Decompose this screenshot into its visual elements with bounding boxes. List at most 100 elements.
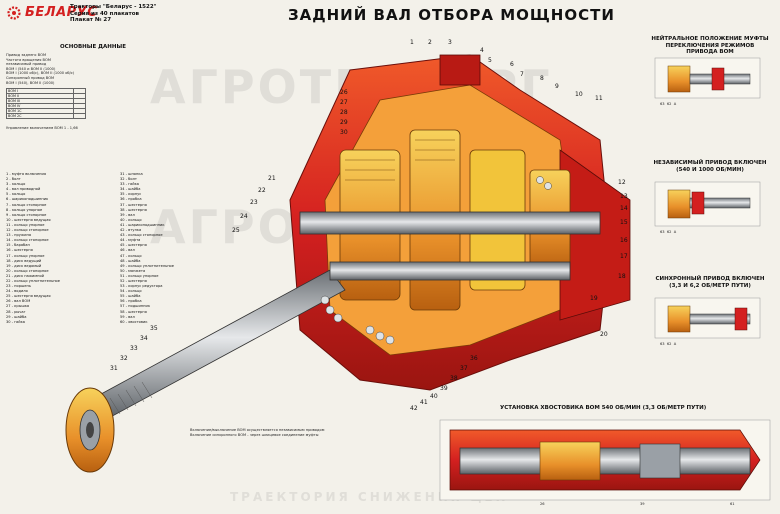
- callout-number: 18: [618, 273, 626, 280]
- legend-item: 33 - гайка: [120, 182, 139, 187]
- legend-item: 55 - шайба: [120, 294, 141, 299]
- legend-item: 7 - кольцо стопорное: [6, 202, 47, 207]
- legend-item: 57 - подшипник: [120, 304, 151, 309]
- bearings: [320, 176, 552, 345]
- legend-item: 39 - вал: [120, 212, 135, 217]
- poster-meta: Тракторы "Беларус - 1522" Серия из 40 пл…: [70, 4, 157, 24]
- brand-logo: БЕЛАРУС: [6, 5, 97, 20]
- note-line: Включение синхронного ВОМ - через шлицев…: [190, 432, 319, 437]
- independent-labels: 63 62 A: [660, 230, 676, 235]
- callout-number: 27: [340, 99, 348, 106]
- basic-line: Синхронный привод ВОМ: [6, 75, 55, 80]
- callout-number: 15: [620, 219, 628, 226]
- callout-number: 38: [450, 375, 458, 382]
- callout-number: 21: [268, 175, 276, 182]
- basic-line: Частота вращения ВОМ: [6, 57, 51, 62]
- legend-item: 42 - втулка: [120, 228, 142, 233]
- legend-item: 40 - кольцо: [120, 217, 142, 222]
- label: 61: [730, 502, 735, 506]
- callout-number: 39: [440, 385, 448, 392]
- callout-number: 33: [130, 345, 138, 352]
- neutral-labels: 63 62 A: [660, 102, 676, 107]
- legend-item: 37 - шестерня: [120, 202, 147, 207]
- legend-item: 34 - шайба: [120, 187, 141, 192]
- label: 62: [666, 102, 672, 106]
- page-title: ЗАДНИЙ ВАЛ ОТБОРА МОЩНОСТИ: [288, 6, 615, 24]
- legend-item: 11 - кольцо упорное: [6, 222, 45, 227]
- basic-data-title: ОСНОВНЫЕ ДАННЫЕ: [60, 44, 126, 50]
- legend-item: 54 - кольцо: [120, 289, 142, 294]
- basic-line: ВОМ I (1000 об/с), ВОМ II (1000 об/с): [6, 71, 75, 76]
- legend-item: 46 - вал: [120, 248, 135, 253]
- label: A: [673, 230, 677, 234]
- legend-item: 60 - хвостовик: [120, 319, 148, 324]
- clutch-line: Управление включением ВОМ 1 - 1,66: [6, 126, 78, 130]
- callout-number: 10: [575, 91, 583, 98]
- callout-number: 29: [340, 119, 348, 126]
- callout-number: 5: [488, 57, 492, 64]
- callout-number: 37: [460, 365, 468, 372]
- callout-number: 6: [510, 61, 514, 68]
- legend-item: 44 - муфта: [120, 238, 141, 243]
- legend-item: 22 - кольцо уплотнительное: [6, 278, 60, 283]
- callout-number: 34: [140, 335, 148, 342]
- legend-item: 30 - гайка: [6, 319, 25, 324]
- legend-item: 19 - диск ведомый: [6, 263, 42, 268]
- callout-number: 31: [110, 365, 118, 372]
- callout-number: 17: [620, 253, 628, 260]
- basic-line: ВОМ I (540 и ВОМ II (1000): [6, 66, 56, 71]
- basic-line: Привод заднего ВОМ: [6, 53, 47, 57]
- legend-item: 47 - кольцо: [120, 253, 142, 258]
- legend-item: 56 - пробка: [120, 299, 142, 304]
- legend-item: 49 - кольцо уплотнительное: [120, 263, 174, 268]
- independent-diagram: [654, 181, 761, 227]
- basic-line: независимый привод: [6, 62, 47, 67]
- legend-item: 32 - болт: [120, 177, 137, 182]
- bottom-note: Включение/выключение ВОМ осуществляется …: [190, 428, 430, 437]
- callout-number: 23: [250, 199, 258, 206]
- legend-item: 23 - поршень: [6, 284, 31, 289]
- independent-title: НЕЗАВИСИМЫЙ ПРИВОД ВКЛЮЧЕН (540 И 1000 О…: [653, 160, 767, 173]
- pto-shafts: [89, 211, 601, 421]
- legend-item: 45 - шестерня: [120, 243, 147, 248]
- label: 63: [660, 230, 665, 234]
- callout-number: 8: [540, 75, 544, 82]
- callout-number: 24: [240, 213, 248, 220]
- legend-item: 12 - кольцо стопорное: [6, 228, 49, 233]
- callout-number: 14: [620, 205, 628, 212]
- callout-number: 35: [150, 325, 158, 332]
- callout-number: 13: [620, 193, 628, 200]
- legend-item: 26 - вал ВОМ: [6, 299, 31, 304]
- callout-number: 16: [620, 237, 628, 244]
- legend-item: 41 - шарикоподшипник: [120, 222, 165, 227]
- legend-item: 8 - кольцо упорное: [6, 207, 43, 212]
- meta-line: Тракторы "Беларус - 1522": [70, 4, 157, 10]
- legend-item: 16 - шестерня: [6, 248, 33, 253]
- legend-item: 50 - манжета: [120, 268, 146, 273]
- legend-item: 51 - кольцо упорное: [120, 273, 159, 278]
- legend-item: 5 - кольцо: [6, 192, 26, 197]
- callout-number: 42: [410, 405, 418, 412]
- legend-item: 28 - рычаг: [6, 309, 26, 314]
- legend-item: 58 - шестерня: [120, 309, 147, 314]
- legend-item: 4 - вал приводной: [6, 187, 41, 192]
- label: A: [673, 102, 677, 106]
- legend-item: 18 - диск ведущий: [6, 258, 42, 263]
- callout-number: 9: [555, 83, 559, 90]
- sync-title: СИНХРОННЫЙ ПРИВОД ВКЛЮЧЕН (3,3 И 6,2 ОБ/…: [655, 276, 765, 289]
- callout-number: 12: [618, 179, 626, 186]
- callout-number: 7: [520, 71, 524, 78]
- callout-number: 25: [232, 227, 240, 234]
- callout-number: 20: [600, 331, 608, 338]
- label: 63: [660, 342, 665, 346]
- note-line: Включение/выключение ВОМ осуществляется …: [190, 428, 325, 432]
- legend-item: 21 - диск нажимной: [6, 273, 44, 278]
- legend-item: 24 - водило: [6, 289, 28, 294]
- legend-item: 3 - кольцо: [6, 182, 26, 187]
- install-title: УСТАНОВКА ХВОСТОВИКА ВОМ 540 ОБ/МИН (3,3…: [500, 405, 707, 411]
- neutral-diagram: [654, 57, 761, 99]
- legend-item: 29 - шайба: [6, 314, 27, 319]
- label: A: [673, 342, 677, 346]
